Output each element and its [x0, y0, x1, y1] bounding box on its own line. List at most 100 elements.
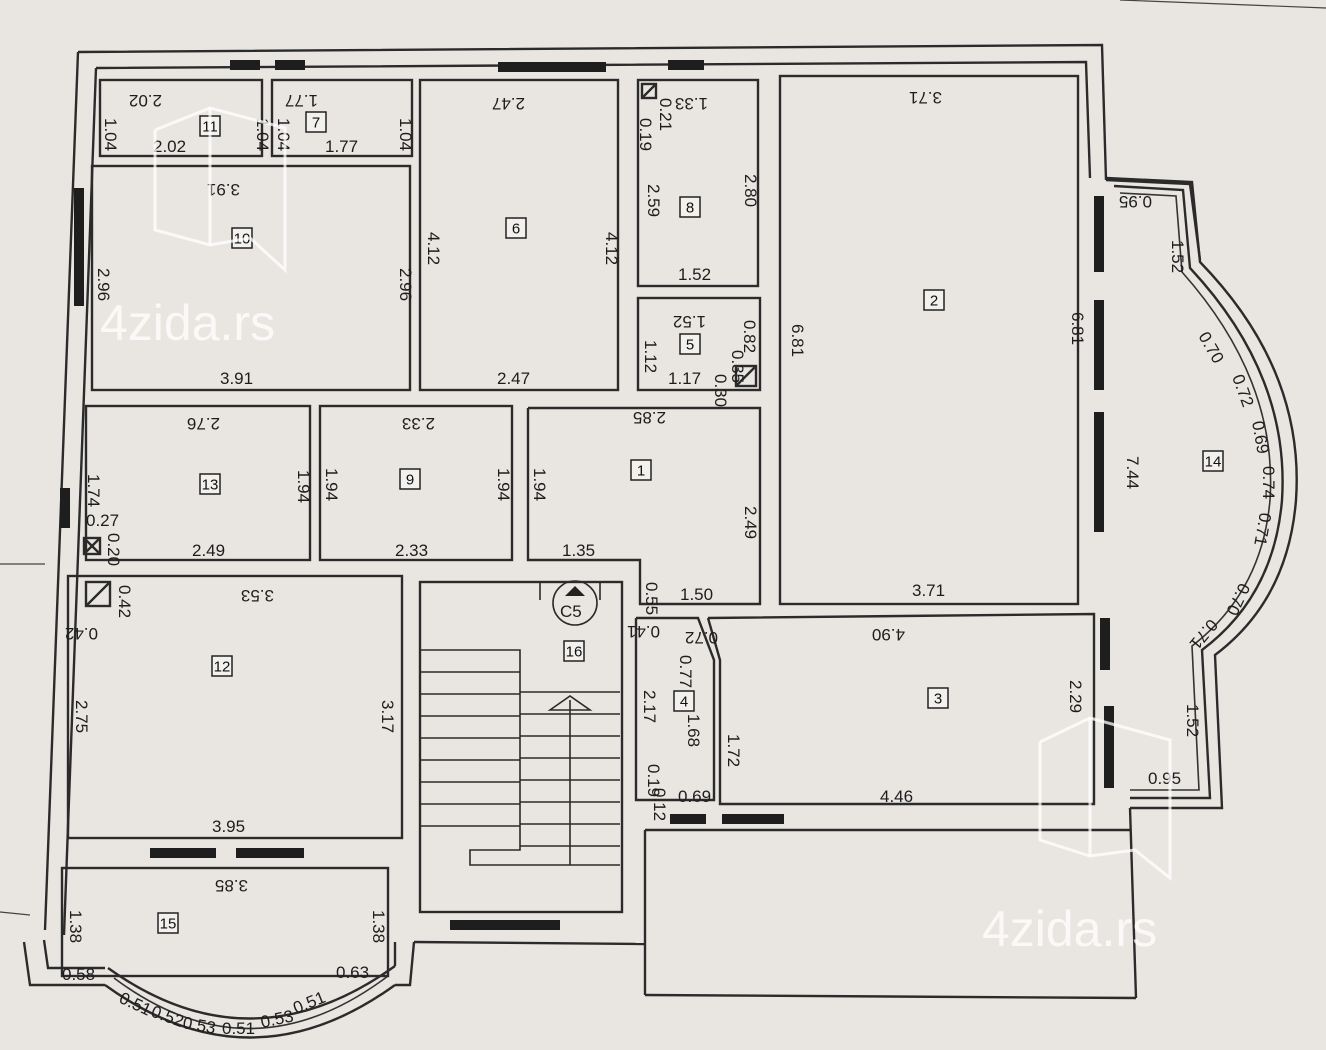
- dimension-label: 1.17: [668, 369, 701, 388]
- dimension-label: 0.69: [1248, 419, 1272, 455]
- dimension-label: 1.38: [369, 910, 388, 943]
- dimension-label: 2.02: [129, 91, 162, 110]
- dimension-label: 1.52: [1168, 240, 1187, 273]
- room-number-7: 7: [305, 111, 327, 133]
- room-number-box: [927, 687, 949, 709]
- stair-direction-circle: [552, 580, 598, 626]
- dimension-label: 0.95: [1119, 192, 1152, 211]
- room-3-outline: [706, 612, 1096, 806]
- room-10-outline: [90, 164, 412, 392]
- room-number-text: 13: [202, 477, 219, 494]
- dimension-label: 0.53: [259, 1006, 295, 1031]
- vent-boxes: [82, 82, 758, 608]
- room-number-16: 16: [563, 640, 585, 662]
- room-6-outline: [418, 78, 620, 392]
- dimension-label: 0.51: [222, 1019, 255, 1038]
- dimension-label: 7.44: [1123, 456, 1142, 489]
- page-line: [1119, 0, 1326, 9]
- room-number-box: [211, 655, 233, 677]
- page-line: [0, 911, 31, 916]
- room-number-9: 9: [399, 468, 421, 490]
- windows: [60, 60, 1114, 930]
- dimension-label: 4.90: [872, 625, 905, 644]
- room-number-6: 6: [505, 217, 527, 239]
- room-number-text: 9: [406, 472, 414, 489]
- dimension-label: 0.53: [181, 1013, 217, 1037]
- dimension-label: 2.33: [395, 541, 428, 560]
- dimension-label: 1.72: [724, 734, 743, 767]
- dimension-label: 0.63: [336, 963, 369, 982]
- room-number-13: 13: [199, 473, 221, 495]
- room-12-outline: [66, 574, 404, 840]
- watermark-text: 4zida.rs: [100, 295, 275, 351]
- room-7-outline: [270, 78, 414, 158]
- dimension-label: 2.96: [396, 268, 415, 301]
- room-11-outline: [98, 78, 264, 158]
- room-number-box: [673, 690, 695, 712]
- dimension-label: 0.21: [656, 98, 675, 131]
- dimension-label: 1.94: [494, 468, 513, 501]
- dimension-label: 0.95: [1148, 769, 1181, 788]
- dimension-label: 1.52: [673, 312, 706, 331]
- dimension-label: 0.74: [1259, 466, 1278, 499]
- dimension-label: 1.04: [101, 118, 120, 151]
- dimension-label: 1.33: [675, 94, 708, 113]
- room-8-outline: [636, 78, 760, 288]
- dimension-label: 2.85: [633, 408, 666, 427]
- dimension-label: 1.94: [530, 468, 549, 501]
- dimension-label: 1.04: [396, 118, 415, 151]
- bay-window-right: [1105, 176, 1298, 810]
- dimension-label: 2.17: [640, 690, 659, 723]
- room-9-outline: [318, 404, 514, 562]
- dimension-label: 3.17: [378, 700, 397, 733]
- dimension-label: 3.53: [241, 586, 274, 605]
- room-number-text: 6: [512, 221, 520, 238]
- dimension-label: 1.35: [562, 541, 595, 560]
- room-13-outline: [84, 404, 312, 562]
- room-1-outline: [526, 406, 762, 606]
- dimension-label: 0.70: [1195, 329, 1228, 367]
- dimension-label: 2.33: [402, 414, 435, 433]
- room-number-text: 16: [566, 644, 583, 661]
- dimension-label: 1.04: [253, 118, 272, 151]
- watermark-top: 4zida.rs: [100, 106, 287, 351]
- dimension-label: 1.12: [641, 340, 660, 373]
- dimension-label: 0.72: [1228, 372, 1257, 410]
- dimension-label: 0.71: [1186, 615, 1222, 653]
- dimension-label: 2.75: [72, 700, 91, 733]
- room-number-text: 5: [686, 337, 694, 354]
- dimension-label: 3.85: [215, 876, 248, 895]
- room-number-15: 15: [157, 912, 179, 934]
- dimension-label: 6.81: [1068, 312, 1087, 345]
- dimension-label: 3.71: [912, 581, 945, 600]
- dimension-label: 0.55: [642, 582, 661, 615]
- room-5-outline: [636, 296, 762, 392]
- room-number-text: 14: [1205, 454, 1222, 471]
- room-number-text: 15: [160, 916, 177, 933]
- watermark-bottom: 4zida.rs: [982, 716, 1172, 957]
- room-number-text: 7: [312, 115, 320, 132]
- room-number-text: 2: [930, 293, 938, 310]
- dimension-label: 2.49: [741, 506, 760, 539]
- dimension-label: 2.96: [94, 268, 113, 301]
- room-number-2: 2: [923, 289, 945, 311]
- dimension-label: 4.46: [880, 787, 913, 806]
- room-number-14: 14: [1202, 450, 1224, 472]
- room-4-outline: [634, 616, 716, 802]
- room-number-4: 4: [673, 690, 695, 712]
- dimension-label: 1.74: [84, 474, 103, 507]
- room-number-box: [305, 111, 327, 133]
- room-number-box: [399, 468, 421, 490]
- dimension-label: 0.41: [627, 622, 660, 641]
- dimension-label: 1.94: [294, 470, 313, 503]
- room-2-outline: [778, 74, 1080, 606]
- dimension-label: 3.91: [207, 180, 240, 199]
- dimension-label: 0.27: [86, 511, 119, 530]
- room-number-8: 8: [679, 196, 701, 218]
- dimension-label: 0.82: [740, 320, 759, 353]
- dimension-label: 0.19: [644, 764, 663, 797]
- dimension-label: 2.59: [644, 184, 663, 217]
- room-number-12: 12: [211, 655, 233, 677]
